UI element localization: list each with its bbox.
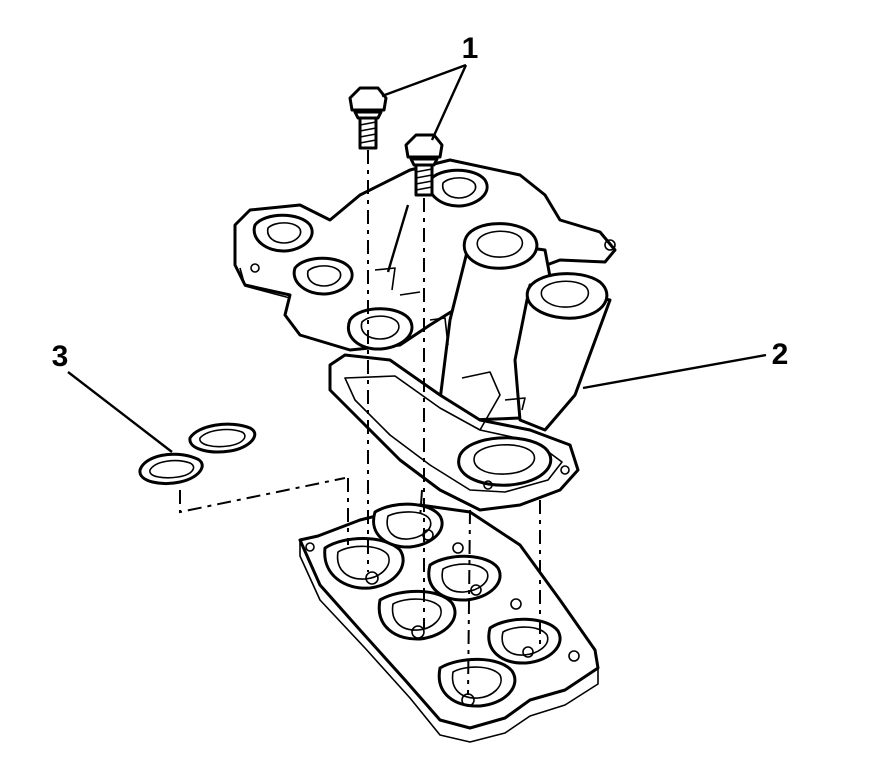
bolt-left [348,86,388,150]
lower-manifold [298,502,600,743]
bolt-right [404,133,444,197]
callout-3: 3 [52,340,69,373]
callout-1: 1 [462,32,479,65]
leader-1-arrow [386,204,410,273]
assembly-lines [179,150,541,696]
leader-2 [582,353,767,390]
callout-2: 2 [772,338,789,371]
upper-manifold [233,158,617,512]
leader-1 [381,63,468,141]
gasket [138,422,257,485]
leader-3 [67,371,173,453]
